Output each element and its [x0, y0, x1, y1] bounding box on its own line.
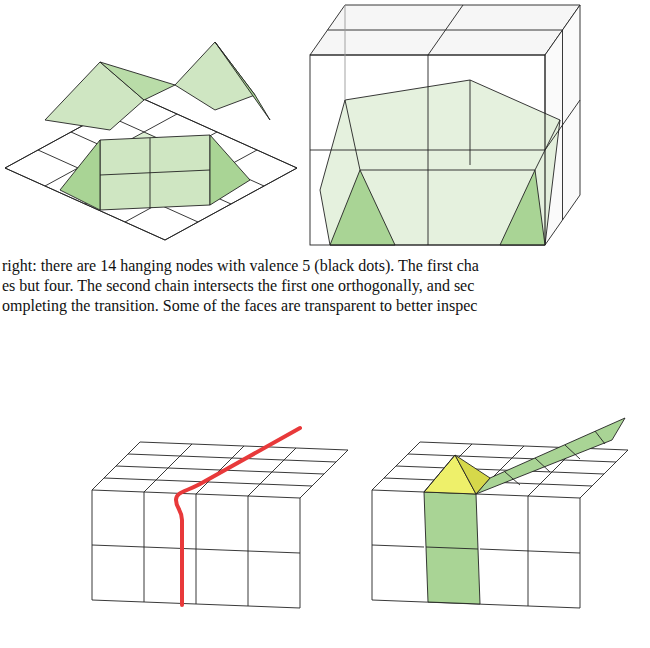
caption-block: right: there are 14 hanging nodes with v… [2, 256, 648, 316]
inserted-hex-faces [424, 418, 625, 604]
dual-chain-curve [176, 428, 300, 605]
block-with-chain [92, 442, 348, 608]
caption-line: es but four. The second chain intersects… [2, 276, 648, 296]
raised-hex-faces [45, 42, 270, 210]
caption-line: ompleting the transition. Some of the fa… [2, 296, 648, 316]
cube-block [310, 5, 580, 245]
caption-line: right: there are 14 hanging nodes with v… [2, 256, 648, 276]
block-with-transition [372, 442, 628, 608]
